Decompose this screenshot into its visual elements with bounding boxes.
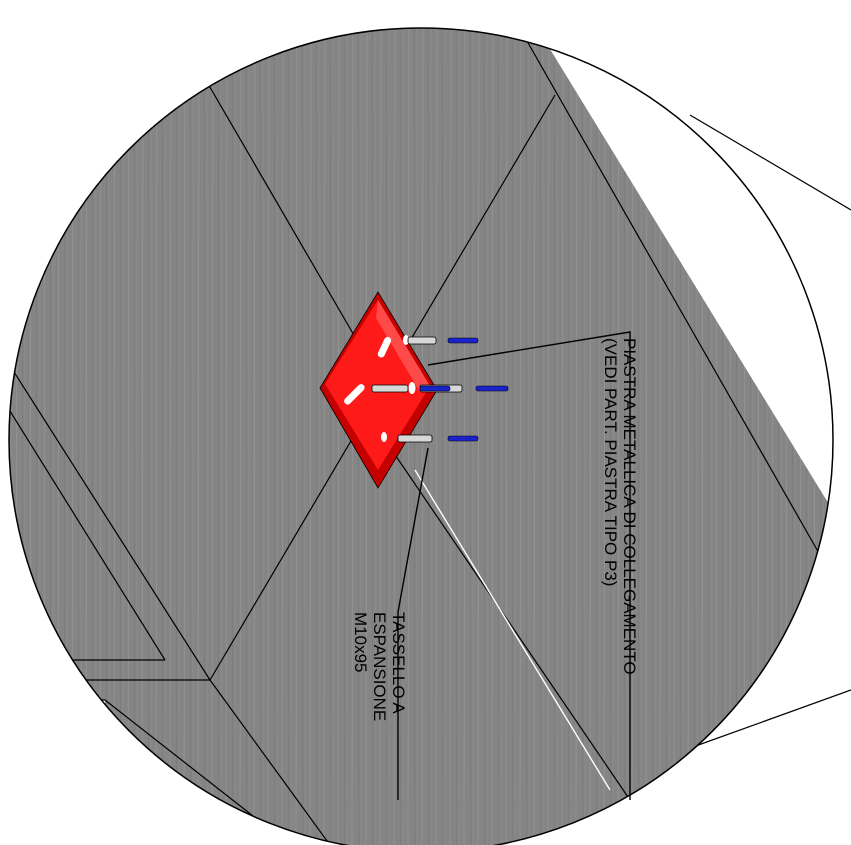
detail-circle-outline	[8, 27, 834, 845]
bolt-icon	[447, 337, 479, 344]
plate-label-line1: PIASTRA METALLICA DI COLLEGAMENTO	[620, 338, 639, 675]
bolt-icon	[475, 385, 509, 392]
beam-strip	[9, 355, 210, 700]
leader-lines	[397, 331, 631, 800]
plate-label-line2: (VEDI PART. PIASTRA TIPO P3)	[601, 338, 620, 586]
anchor-icon	[407, 336, 437, 345]
anchor-label-line2: ESPANSIONE	[370, 612, 389, 721]
plate-slot-icon	[377, 336, 392, 358]
anchor-icon	[371, 384, 409, 393]
anchor-label-line1: TASSELLO A	[389, 612, 408, 714]
anchor-label-line3: M10x95	[351, 612, 370, 672]
tangent-line-top	[689, 114, 851, 211]
highlight-edge	[414, 469, 611, 791]
plate-slot-icon	[344, 384, 365, 405]
tangent-line-bottom	[689, 689, 851, 749]
anchor-leader	[397, 447, 429, 800]
void-lower-left-2	[9, 700, 105, 845]
anchor-icon	[397, 434, 433, 443]
anchor-annotation: TASSELLO A ESPANSIONE M10x95	[351, 612, 408, 721]
blue-bolts	[419, 337, 509, 442]
bolt-icon	[447, 435, 479, 442]
plate-annotation: PIASTRA METALLICA DI COLLEGAMENTO (VEDI …	[601, 338, 639, 675]
bolt-icon	[419, 385, 451, 392]
plate-leader	[427, 331, 631, 800]
